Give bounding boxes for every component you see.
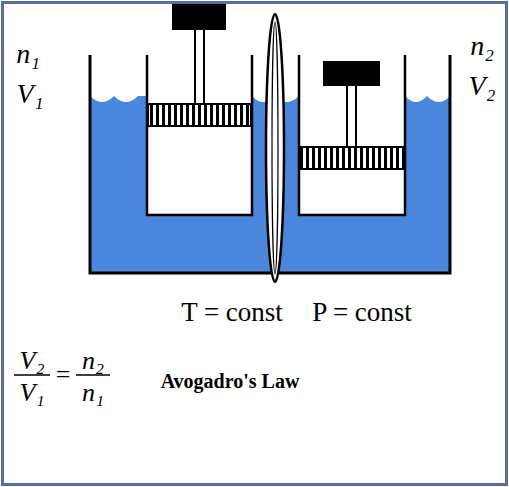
fraction-bar bbox=[14, 374, 50, 376]
fraction-bar bbox=[76, 374, 110, 376]
condition-label: P = const bbox=[312, 299, 412, 326]
piston-rod bbox=[195, 28, 204, 104]
water bbox=[405, 96, 450, 272]
formula-term: n₂ bbox=[82, 348, 104, 374]
frame bbox=[3, 3, 507, 485]
thermometer-tube bbox=[272, 22, 278, 274]
cylinder-wall bbox=[299, 55, 405, 215]
piston bbox=[148, 104, 251, 126]
amount-label: n₂ bbox=[470, 32, 494, 60]
piston-rod bbox=[347, 84, 356, 147]
water bbox=[90, 96, 147, 272]
condition-label: T = const bbox=[181, 299, 283, 326]
piston bbox=[300, 147, 404, 169]
thermometer bbox=[266, 14, 284, 282]
volume-label: V₂ bbox=[469, 72, 496, 100]
volume-label: V₁ bbox=[17, 80, 44, 108]
formula-term: n₁ bbox=[82, 380, 104, 406]
formula-sign: = bbox=[56, 362, 71, 388]
formula-term: V₁ bbox=[20, 380, 45, 406]
weight bbox=[323, 61, 380, 86]
gas-cylinder bbox=[299, 60, 405, 215]
weight bbox=[172, 4, 226, 30]
formula-term: V₂ bbox=[20, 348, 45, 374]
amount-label: n₁ bbox=[16, 40, 40, 68]
law-name: Avogadro's Law bbox=[161, 371, 300, 391]
